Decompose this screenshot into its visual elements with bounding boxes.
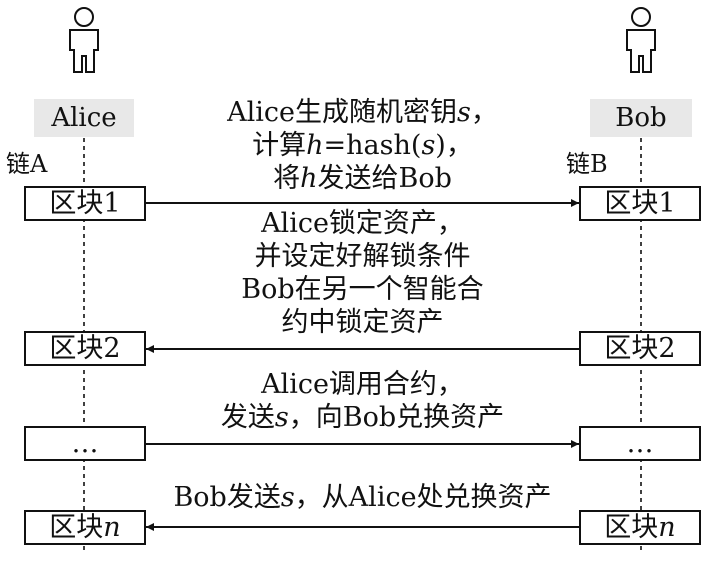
message-3: Alice调用合约， 发送s，向Bob兑换资产 (150, 368, 575, 434)
message-2-line-3: Bob在另一个智能合 (241, 274, 484, 305)
message-1-line-3: 将h发送给Bob (273, 163, 452, 194)
message-4: Bob发送s，从Alice处兑换资产 (150, 481, 575, 514)
message-2-line-4: 约中锁定资产 (281, 307, 444, 338)
message-2-line-2: 并设定好解锁条件 (254, 241, 471, 272)
message-1-line-1: Alice生成随机密钥s， (227, 97, 498, 128)
alice-block-2: 区块2 (24, 331, 146, 366)
bob-block-n: 区块n (579, 510, 701, 545)
message-3-line-1: Alice调用合约， (261, 369, 464, 400)
message-3-line-2: 发送s，向Bob兑换资产 (220, 402, 505, 433)
alice-block-ellipsis: … (24, 426, 146, 461)
alice-label: Alice (34, 99, 134, 137)
message-1: Alice生成随机密钥s， 计算h=hash(s)， 将h发送给Bob (150, 96, 575, 195)
alice-block-1: 区块1 (24, 186, 146, 221)
chain-a-label: 链A (6, 150, 48, 178)
chain-b-label: 链B (566, 150, 608, 178)
bob-person-icon (626, 7, 656, 73)
alice-person-icon (69, 7, 99, 73)
bob-block-ellipsis: … (579, 426, 701, 461)
bob-block-1: 区块1 (579, 186, 701, 221)
bob-label: Bob (590, 99, 692, 137)
bob-block-2: 区块2 (579, 331, 701, 366)
message-2: Alice锁定资产， 并设定好解锁条件 Bob在另一个智能合 约中锁定资产 (150, 207, 575, 339)
message-4-line-1: Bob发送s，从Alice处兑换资产 (173, 482, 552, 513)
message-2-line-1: Alice锁定资产， (261, 208, 464, 239)
alice-block-n: 区块n (24, 510, 146, 545)
message-1-line-2: 计算h=hash(s)， (252, 130, 473, 161)
